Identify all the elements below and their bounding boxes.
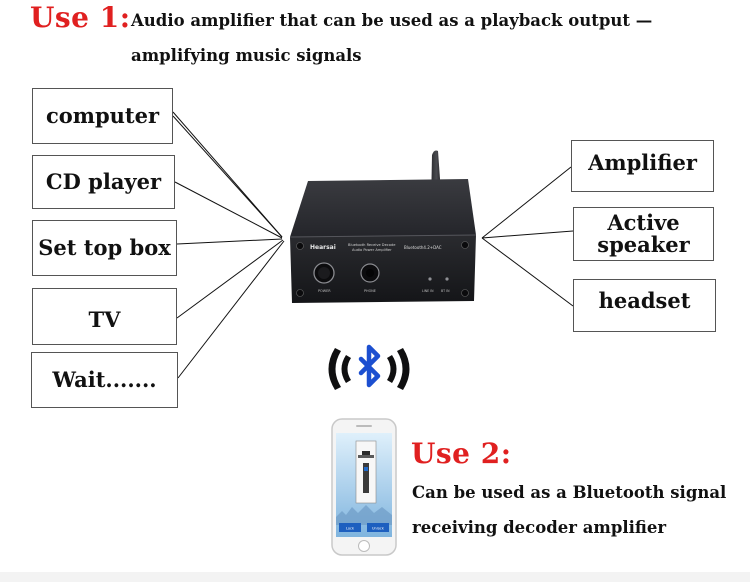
input-label-cd-player: CD player bbox=[45, 168, 162, 194]
device-led1-label: LINE IN bbox=[422, 289, 434, 293]
device-panel-line2: Audio Power Amplifier bbox=[352, 248, 392, 252]
output-label-amplifier: Amplifier bbox=[588, 149, 697, 175]
output-label-speaker: speaker bbox=[597, 232, 690, 257]
input-label-wait: Wait....... bbox=[52, 366, 157, 392]
output-box-headset: headset bbox=[573, 279, 716, 332]
input-label-computer: computer bbox=[45, 102, 160, 128]
use2-description-line1: Can be used as a Bluetooth signal bbox=[412, 483, 727, 502]
input-box-wait: Wait....... bbox=[31, 352, 178, 408]
output-box-active-speaker: Active speaker bbox=[573, 207, 714, 261]
output-label-active: Active bbox=[607, 209, 680, 235]
use1-description-line2: amplifying music signals bbox=[131, 46, 362, 65]
input-label-tv: TV bbox=[88, 307, 121, 333]
amplifier-device-image: Hearsai Bluetooth Receive Decode Audio P… bbox=[289, 150, 477, 303]
input-box-computer: computer bbox=[32, 88, 173, 144]
output-box-amplifier: Amplifier bbox=[571, 140, 714, 192]
bottom-border-strip bbox=[0, 572, 750, 582]
smartphone-app-image: Lock Unlock bbox=[331, 418, 397, 556]
device-led2-label: BT IN bbox=[441, 289, 450, 293]
device-brand-text: Hearsai bbox=[310, 244, 336, 251]
device-panel-line1: Bluetooth Receive Decode bbox=[348, 243, 396, 247]
output-label-headset: headset bbox=[598, 288, 691, 314]
bluetooth-signal-icon bbox=[328, 344, 410, 390]
input-box-cd-player: CD player bbox=[32, 155, 175, 209]
phone-unlock-button: Unlock bbox=[372, 527, 385, 531]
device-knob2-label: PHONE bbox=[364, 289, 376, 293]
device-badge-text: Bluetooth4.2+DAC bbox=[404, 245, 442, 250]
input-box-set-top-box: Set top box bbox=[32, 220, 177, 276]
input-box-tv: TV bbox=[32, 288, 177, 345]
use1-title: Use 1: bbox=[30, 1, 131, 34]
phone-lock-button: Lock bbox=[346, 527, 355, 531]
device-knob1-label: POWER bbox=[318, 289, 331, 293]
use2-title: Use 2: bbox=[411, 437, 512, 470]
input-label-set-top-box: Set top box bbox=[38, 234, 171, 260]
use1-description-line1: Audio amplifier that can be used as a pl… bbox=[131, 11, 653, 30]
use2-description-line2: receiving decoder amplifier bbox=[412, 518, 667, 537]
